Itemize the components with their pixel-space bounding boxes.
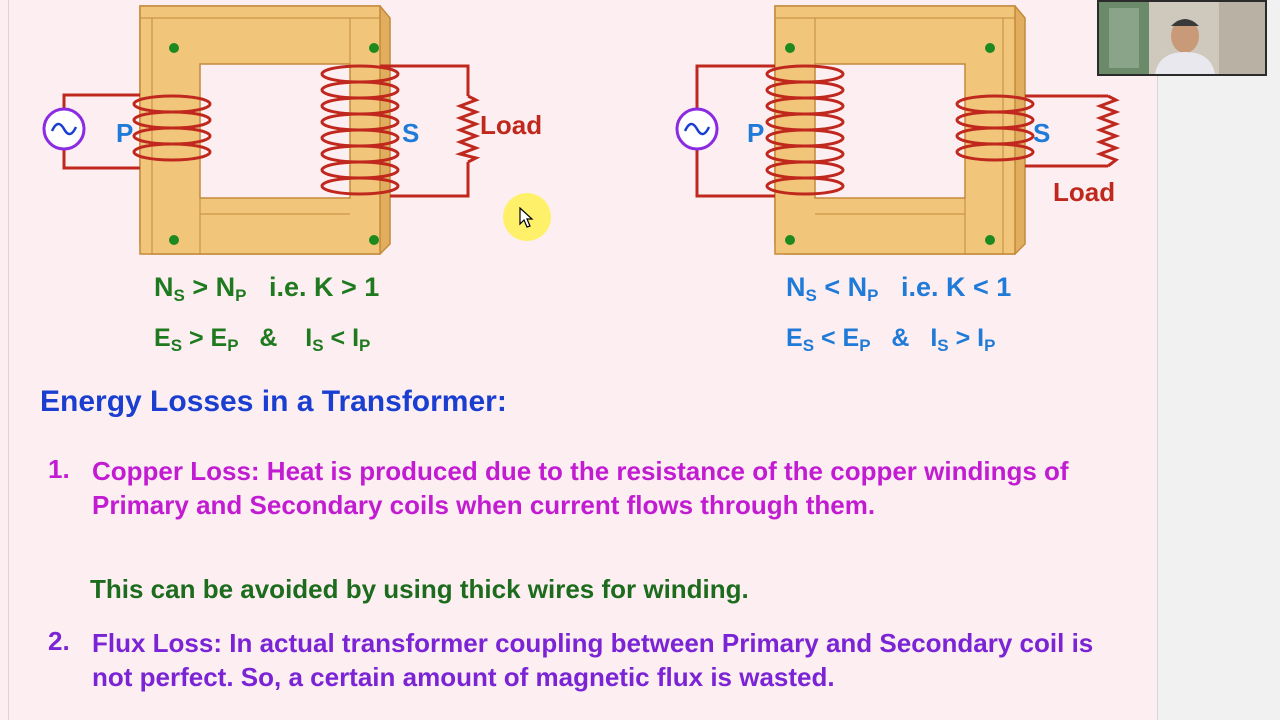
ns-subscript: S (173, 286, 185, 305)
ip-symbol: I (352, 324, 360, 352)
current-operator: < (330, 324, 346, 352)
ns-subscript: S (805, 286, 817, 305)
left-turns-relation: NS > NP i.e. K > 1 (154, 272, 379, 306)
np-symbol: N (847, 272, 868, 302)
ep-symbol: E (842, 324, 860, 352)
es-symbol: E (154, 324, 171, 352)
step-up-transformer-diagram (42, 5, 481, 255)
is-subscript: S (937, 336, 949, 355)
np-subscript: P (235, 286, 247, 305)
list-item-text: Flux Loss: In actual transformer couplin… (92, 628, 1094, 692)
ampersand: & (891, 324, 910, 352)
is-symbol: I (305, 324, 313, 352)
np-symbol: N (215, 272, 236, 302)
ampersand: & (259, 324, 278, 352)
right-load-label: Load (1053, 177, 1116, 207)
left-secondary-label: S (402, 118, 420, 148)
right-emf-current-relation: ES < EP & IS > IP (786, 324, 995, 356)
ep-subscript: P (859, 336, 871, 355)
copper-loss-note: This can be avoided by using thick wires… (90, 574, 749, 604)
current-operator: > (955, 324, 971, 352)
is-subscript: S (312, 336, 324, 355)
ep-subscript: P (227, 336, 239, 355)
ip-subscript: P (359, 336, 371, 355)
ratio-condition: i.e. K < 1 (901, 272, 1012, 302)
turns-operator: < (824, 272, 841, 302)
ns-symbol: N (154, 272, 174, 302)
ratio-condition: i.e. K > 1 (269, 272, 380, 302)
right-primary-label: P (747, 118, 765, 148)
ip-subscript: P (984, 336, 996, 355)
es-subscript: S (170, 336, 183, 355)
emf-operator: > (188, 324, 204, 352)
webcam-feed (1099, 2, 1265, 74)
ep-symbol: E (210, 324, 228, 352)
right-turns-relation: NS < NP i.e. K < 1 (786, 272, 1011, 306)
left-emf-current-relation: ES > EP & IS < IP (154, 324, 370, 356)
es-symbol: E (786, 324, 803, 352)
mouse-cursor-icon (519, 207, 534, 228)
es-subscript: S (802, 336, 815, 355)
emf-operator: < (820, 324, 836, 352)
right-secondary-label: S (1033, 118, 1051, 148)
np-subscript: P (867, 286, 879, 305)
presenter-webcam-thumbnail (1097, 0, 1267, 76)
ns-symbol: N (786, 272, 806, 302)
slide: P S Load (0, 0, 1158, 720)
list-item-number: 1. (48, 454, 70, 484)
step-down-transformer-diagram (675, 5, 1121, 255)
section-title: Energy Losses in a Transformer: (40, 385, 507, 418)
ip-symbol: I (977, 324, 985, 352)
left-load-label: Load (480, 110, 543, 140)
list-item: 2. Flux Loss: In actual transformer coup… (48, 626, 1128, 706)
is-symbol: I (930, 324, 938, 352)
turns-operator: > (192, 272, 209, 302)
list-item-number: 2. (48, 626, 70, 656)
list-item: 1. Copper Loss: Heat is produced due to … (48, 454, 1128, 564)
list-item-text: Copper Loss: Heat is produced due to the… (92, 456, 1069, 520)
slide-edge (8, 0, 9, 720)
left-primary-label: P (116, 118, 134, 148)
